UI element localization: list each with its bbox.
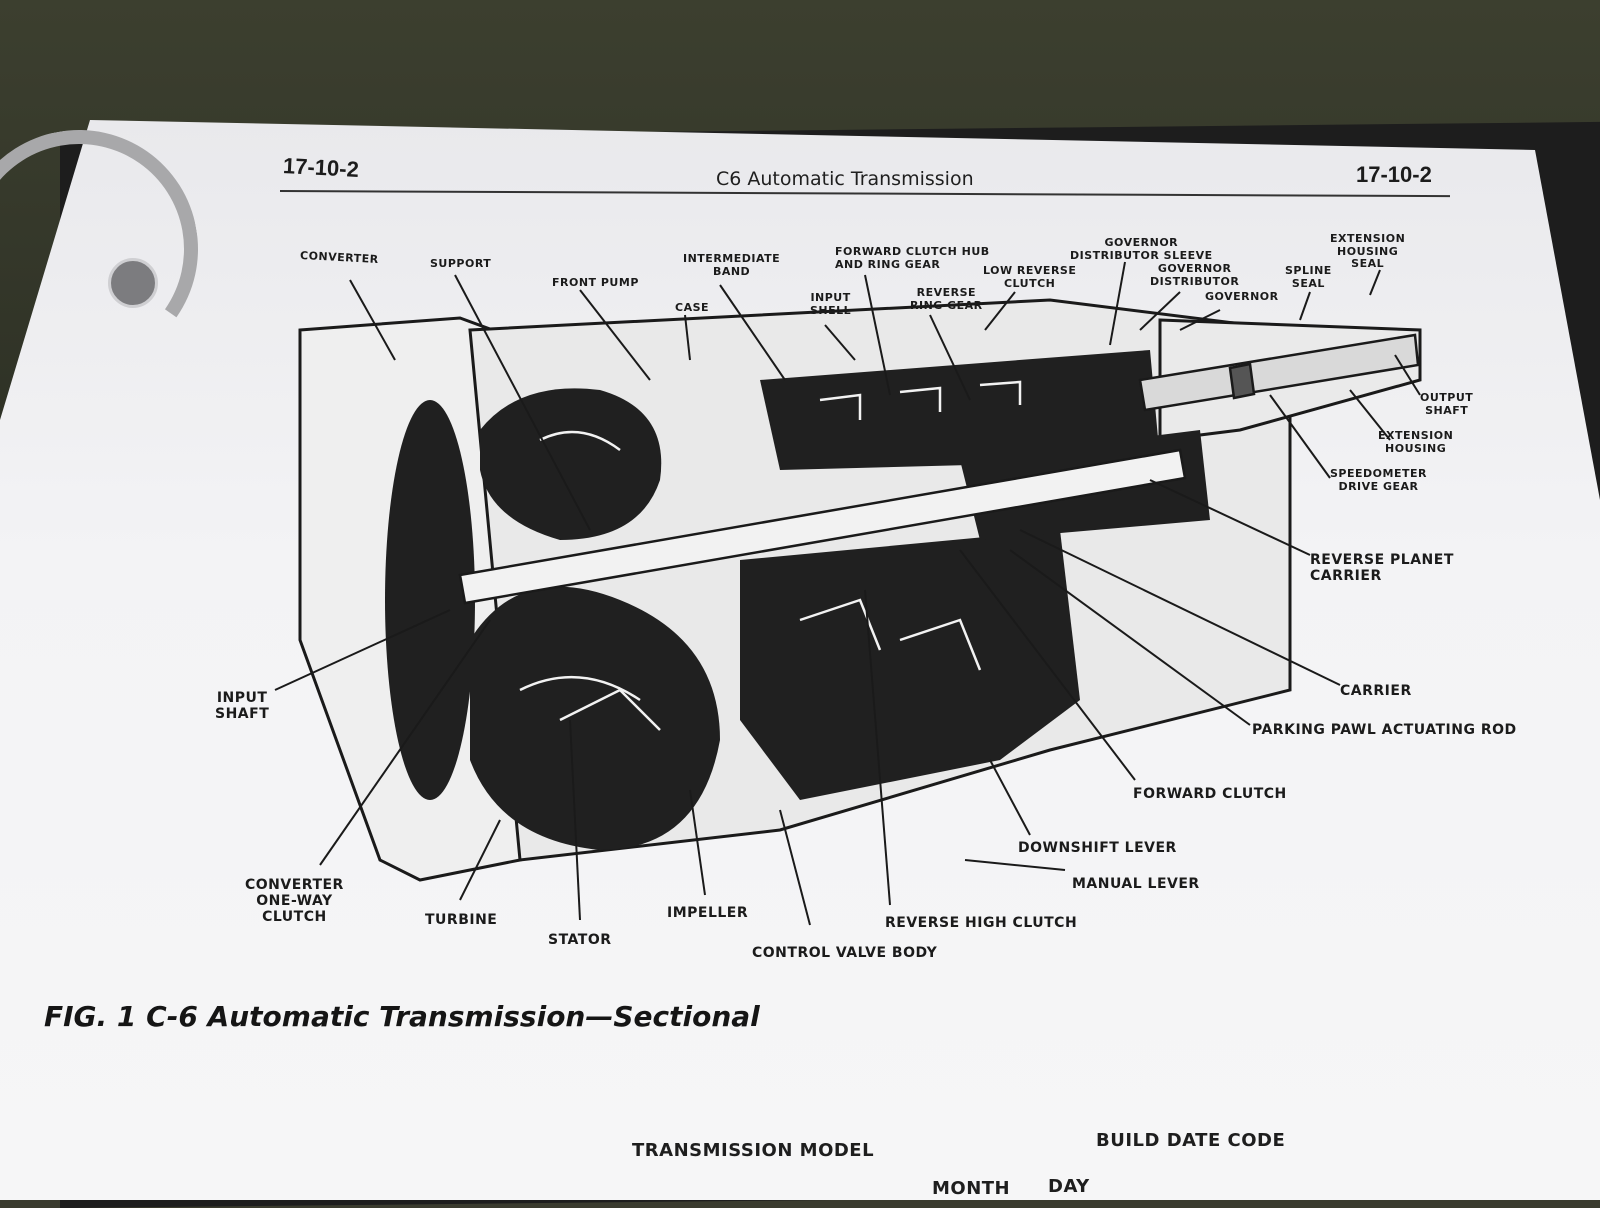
page-title: C6 Automatic Transmission	[716, 168, 974, 190]
label-transmission-model: TRANSMISSION MODEL	[632, 1140, 875, 1161]
label-governor: GOVERNOR	[1205, 290, 1279, 303]
label-governor-distributor: GOVERNOR DISTRIBUTOR	[1150, 262, 1240, 288]
label-extension-housing: EXTENSION HOUSING	[1378, 429, 1454, 455]
section-number-right: 17-10-2	[1356, 162, 1432, 187]
label-impeller: IMPELLER	[667, 905, 749, 921]
label-carrier: CARRIER	[1340, 683, 1412, 699]
label-case: CASE	[675, 301, 710, 314]
punch-hole	[108, 258, 158, 308]
upper-converter-mass	[480, 388, 662, 540]
label-forward-clutch: FORWARD CLUTCH	[1133, 786, 1287, 802]
label-build-date-code: BUILD DATE CODE	[1096, 1130, 1286, 1151]
label-forward-clutch-hub: FORWARD CLUTCH HUB AND RING GEAR	[835, 245, 990, 271]
label-extension-housing-seal: EXTENSION HOUSING SEAL	[1330, 232, 1406, 271]
diagram-details	[519, 380, 1022, 731]
output-shaft	[1138, 333, 1420, 412]
label-intermediate-band: INTERMEDIATE BAND	[683, 252, 781, 278]
label-downshift-lever: DOWNSHIFT LEVER	[1018, 840, 1177, 856]
label-converter-one-way-clutch: CONVERTER ONE-WAY CLUTCH	[245, 877, 344, 926]
figure-caption: FIG. 1 C-6 Automatic Transmission—Sectio…	[44, 1000, 760, 1033]
label-reverse-high-clutch: REVERSE HIGH CLUTCH	[885, 915, 1078, 931]
valve-body-mass	[740, 530, 1080, 800]
label-reverse-ring-gear: REVERSE RING GEAR	[910, 286, 983, 312]
label-governor-distributor-sleeve: GOVERNOR DISTRIBUTOR SLEEVE	[1070, 236, 1213, 262]
label-input-shaft: INPUT SHAFT	[215, 690, 270, 723]
label-reverse-planet-carrier: REVERSE PLANET CARRIER	[1310, 552, 1454, 585]
label-month: MONTH	[932, 1178, 1011, 1199]
gearset-mass	[760, 350, 1160, 470]
label-day: DAY	[1048, 1176, 1090, 1197]
torque-converter-mass	[470, 586, 720, 850]
label-stator: STATOR	[548, 932, 612, 948]
input-shaft	[458, 448, 1187, 605]
leader-lines	[274, 261, 1421, 926]
label-spline-seal: SPLINE SEAL	[1285, 264, 1332, 290]
label-parking-pawl-actuating-rod: PARKING PAWL ACTUATING ROD	[1252, 722, 1517, 738]
diagram-dark-mass	[385, 350, 1210, 850]
label-front-pump: FRONT PUMP	[552, 276, 639, 289]
label-control-valve-body: CONTROL VALVE BODY	[752, 945, 938, 961]
converter-shadow	[385, 400, 475, 800]
label-speedometer-drive-gear: SPEEDOMETER DRIVE GEAR	[1330, 467, 1427, 493]
label-turbine: TURBINE	[425, 912, 498, 928]
label-low-reverse-clutch: LOW REVERSE CLUTCH	[983, 264, 1077, 290]
label-output-shaft: OUTPUT SHAFT	[1420, 391, 1474, 417]
label-support: SUPPORT	[430, 257, 492, 270]
label-manual-lever: MANUAL LEVER	[1072, 876, 1200, 892]
label-input-shell: INPUT SHELL	[810, 291, 852, 317]
